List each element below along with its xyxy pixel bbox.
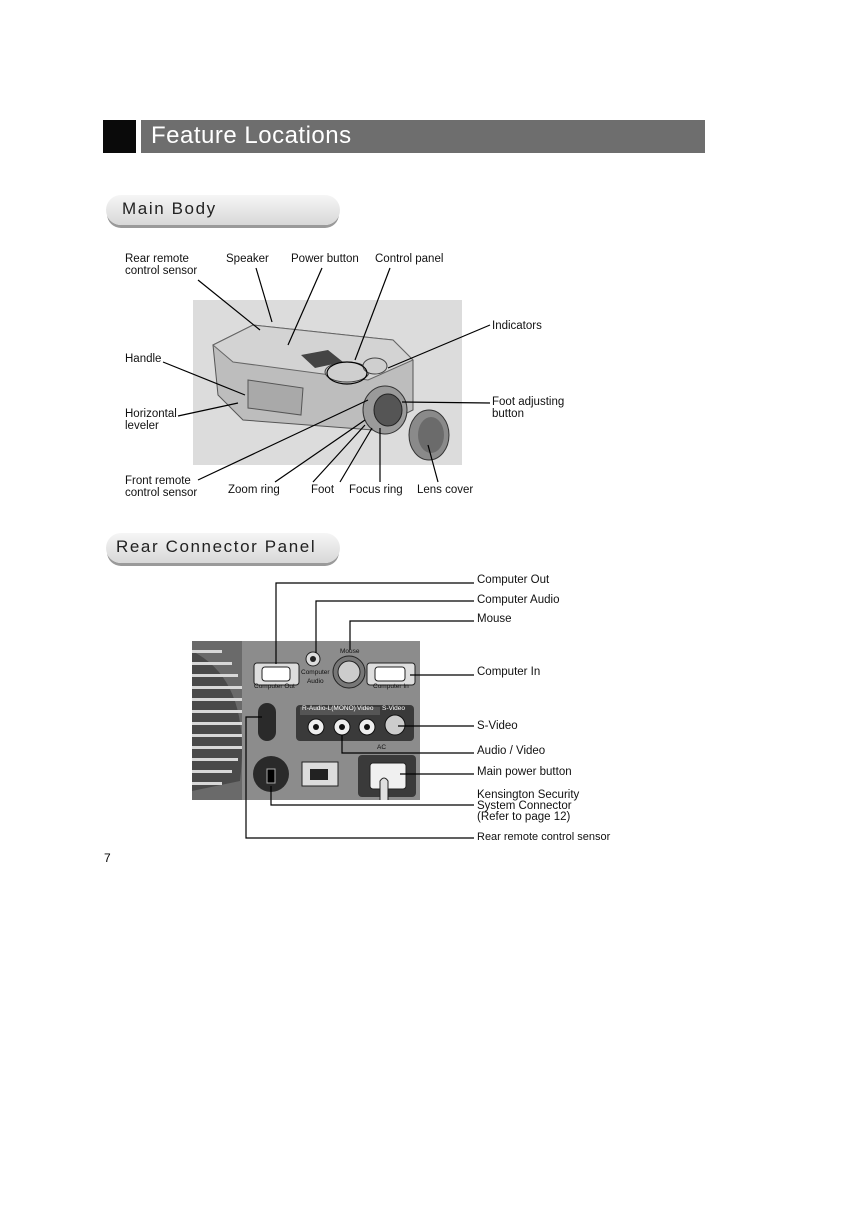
main-body-title: Main Body [122, 199, 217, 218]
label-lens-cover: Lens cover [417, 484, 474, 496]
label-main-power-button: Main power button [477, 766, 572, 778]
label-s-video: S-Video [477, 720, 518, 732]
header-block [103, 120, 136, 153]
panel-text-ac: AC [377, 744, 387, 751]
label-foot-adjusting-button: Foot adjusting button [492, 396, 565, 420]
rear-connector-panel [192, 641, 420, 800]
panel-text-computer-in: Computer In [373, 683, 409, 690]
rear-panel-title: Rear Connector Panel [116, 537, 317, 556]
panel-text-audio: R-Audio-L(MONO) [302, 705, 356, 712]
label-speaker: Speaker [226, 253, 269, 265]
label-foot: Foot [311, 484, 335, 496]
page-number: 7 [104, 851, 111, 865]
label-mouse: Mouse [477, 613, 512, 625]
header-bar [141, 120, 705, 153]
label-rear-remote-control-sensor: Rear remote control sensor [477, 831, 611, 843]
label-zoom-ring: Zoom ring [228, 484, 280, 496]
label-front-remote-sensor: Front remote control sensor [125, 475, 198, 499]
label-computer-in: Computer In [477, 666, 541, 678]
label-indicators: Indicators [492, 320, 542, 332]
label-handle: Handle [125, 353, 162, 365]
panel-text-computer-out: Computer Out [254, 683, 295, 690]
label-rear-remote-sensor: Rear remote control sensor [125, 253, 198, 277]
main-body-pill [106, 195, 340, 225]
label-control-panel: Control panel [375, 253, 444, 265]
rear-panel-pill [106, 533, 340, 563]
label-horizontal-leveler: Horizontal leveler [125, 408, 177, 432]
label-focus-ring: Focus ring [349, 484, 403, 496]
panel-text-video: Video [357, 705, 374, 712]
label-computer-audio: Computer Audio [477, 594, 560, 606]
label-audio-video: Audio / Video [477, 745, 546, 757]
label-computer-out: Computer Out [477, 574, 550, 586]
label-kensington-connector: Kensington Security System Connector (Re… [477, 789, 580, 823]
label-power-button: Power button [291, 253, 359, 265]
page-title: Feature Locations [151, 122, 352, 149]
panel-text-s-video: S-Video [382, 705, 406, 712]
panel-text-mouse: Mouse [340, 648, 360, 655]
panel-text-computer-audio: Computer Audio [301, 669, 330, 685]
